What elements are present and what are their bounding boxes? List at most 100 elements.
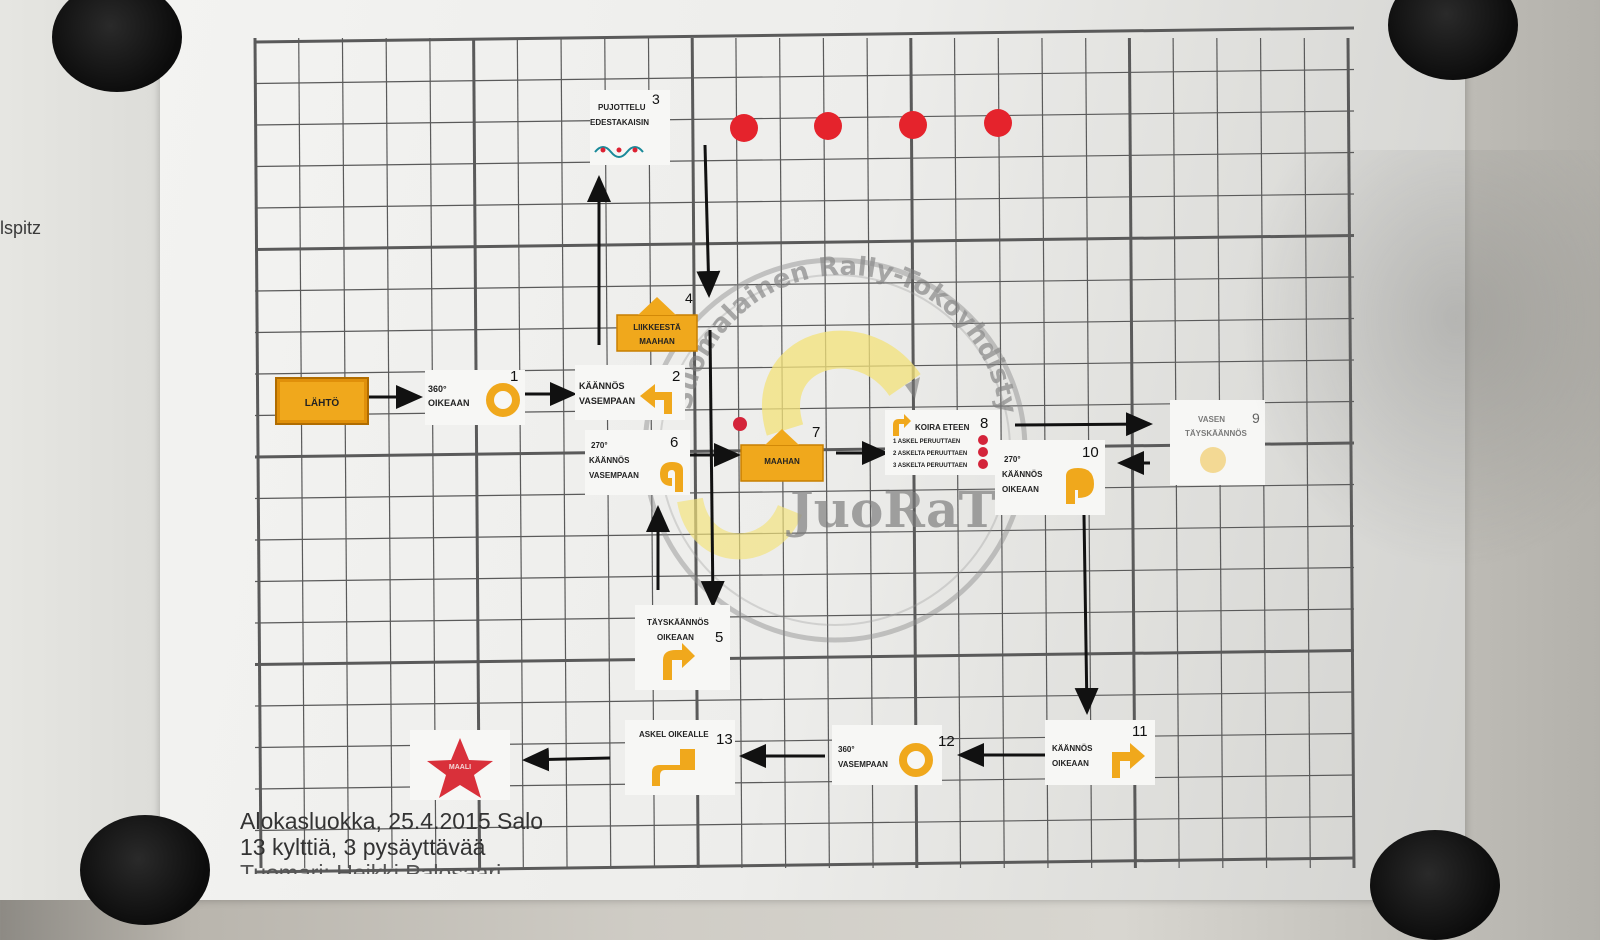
sign-1-360-right: 360° OIKEAAN 1: [428, 368, 520, 417]
grid-line: [254, 151, 1355, 168]
sign-11-turn-right: KÄÄNNÖS OIKEAAN 11: [1052, 723, 1148, 778]
sign-3-line1: PUJOTTELU: [598, 103, 646, 112]
grid-line: [341, 37, 350, 869]
sign-5-line2: OIKEAAN: [657, 633, 694, 642]
sign-10-270-right: 270° KÄÄNNÖS OIKEAAN 10: [1002, 444, 1099, 504]
grid-line: [254, 193, 1355, 209]
sign-8-line3: 2 ASKELTA PERUUTTAEN: [893, 451, 967, 457]
sign-7-down: MAAHAN 7: [733, 417, 824, 482]
sign-4-line1: LIIKKEESTÄ: [633, 323, 681, 332]
stop-sign-icon: [978, 447, 988, 457]
magnet: [1370, 830, 1500, 940]
weave-path-icon: [594, 146, 644, 158]
grid-line: [822, 37, 830, 869]
course-info: Alokasluokka, 25.4.2015 Salo 13 kylttiä,…: [240, 808, 543, 874]
grid-line: [254, 608, 1355, 624]
stop-sign-icon: [978, 459, 988, 469]
sign-11-line2: OIKEAAN: [1052, 759, 1089, 768]
sign-4-number: 4: [685, 290, 693, 306]
sign-1-line2: OIKEAAN: [428, 398, 470, 408]
finish-star-icon: [427, 738, 493, 798]
start-label: LÄHTÖ: [305, 396, 340, 409]
step-right-icon: [652, 749, 695, 786]
sign-2-line2: VASEMPAAN: [579, 396, 635, 406]
about-turn-right-icon: [663, 643, 695, 680]
sign-12-line1: 360°: [838, 745, 855, 754]
course-info-line1: Alokasluokka, 25.4.2015 Salo: [240, 808, 544, 834]
sign-9-left-about-turn: VASEN TÄYSKÄÄNNÖS 9: [1185, 410, 1260, 473]
sign-1-number: 1: [510, 368, 518, 385]
turn-left-arrow-icon: [640, 384, 672, 414]
finish-sign: MAALI: [410, 730, 510, 800]
rotate-360-icon: [486, 383, 520, 417]
grid-line: [254, 68, 1355, 85]
sign-6-number: 6: [670, 434, 678, 451]
rotate-270-left-icon: [660, 462, 683, 492]
rotate-270-right-icon: [1066, 468, 1094, 504]
course-map: Suomalainen Rally-Tokoyhdistys JuoRaT: [0, 0, 1356, 874]
course-grid: [253, 26, 1356, 874]
sign-5-about-turn-right: TÄYSKÄÄNNÖS OIKEAAN 5: [647, 618, 723, 680]
sign-3-weave: PUJOTTELU EDESTAKAISIN 3: [590, 91, 660, 158]
grid-line: [254, 26, 1355, 44]
sign-1-line1: 360°: [428, 384, 447, 394]
grid-line: [298, 37, 306, 869]
sign-9-number: 9: [1252, 410, 1260, 426]
sign-13-number: 13: [716, 731, 733, 748]
rotate-360-icon: [899, 743, 933, 777]
sign-6-line2: KÄÄNNÖS: [589, 456, 630, 465]
start-sign: LÄHTÖ: [275, 377, 369, 425]
sign-10-line2: KÄÄNNÖS: [1002, 470, 1043, 479]
sign-5-line1: TÄYSKÄÄNNÖS: [647, 618, 709, 627]
sign-7-line1: MAAHAN: [764, 457, 800, 466]
sign-12-line2: VASEMPAAN: [838, 760, 888, 769]
sign-6-line1: 270°: [591, 441, 608, 450]
sign-2-turn-left: KÄÄNNÖS VASEMPAAN 2: [579, 368, 680, 414]
turn-right-arrow-icon: [1112, 743, 1145, 778]
sign-3-number: 3: [652, 91, 660, 107]
magnet: [80, 815, 210, 925]
grid-line: [254, 110, 1355, 126]
route-arrows: [367, 144, 1153, 772]
grid-line: [254, 856, 1355, 874]
course-info-line3: Tuomari: Heikki Palosaari: [240, 860, 502, 874]
side-document-text: lspitz: [0, 218, 42, 238]
sign-3-line2: EDESTAKAISIN: [590, 118, 649, 127]
grid-line: [1303, 37, 1311, 869]
sign-6-line3: VASEMPAAN: [589, 471, 639, 480]
finish-label: MAALI: [449, 764, 471, 771]
grid-line: [254, 691, 1355, 707]
grid-line: [254, 276, 1355, 292]
logo-brand-text: JuoRaT: [786, 480, 996, 539]
grid-line: [254, 566, 1355, 583]
sign-card: [590, 90, 670, 165]
stop-sign-icon: [978, 435, 988, 445]
sign-8-number: 8: [980, 415, 988, 432]
sign-8-dog-front: KOIRA ETEEN 1 ASKEL PERUUTTAEN 2 ASKELTA…: [893, 414, 988, 469]
grid-line: [254, 483, 1355, 500]
sign-11-line1: KÄÄNNÖS: [1052, 744, 1093, 753]
sign-7-number: 7: [812, 424, 820, 441]
cone-row: [730, 109, 1012, 142]
left-about-turn-icon: [1200, 447, 1226, 473]
sign-6-270-left: 270° KÄÄNNÖS VASEMPAAN 6: [589, 434, 683, 492]
cone-marker: [730, 114, 758, 142]
sign-card: [1170, 400, 1265, 485]
grid-line: [254, 815, 1355, 832]
route-arrow: [696, 144, 721, 298]
sign-10-line1: 270°: [1004, 455, 1021, 464]
cone-marker: [899, 111, 927, 139]
route-arrow: [522, 747, 611, 772]
grid-line: [1346, 37, 1356, 869]
sign-12-number: 12: [938, 733, 955, 750]
grid-line: [429, 37, 437, 869]
grid-line: [254, 234, 1355, 251]
course-info-line2: 13 kylttiä, 3 pysäyttävää: [240, 834, 486, 860]
cone-marker: [814, 112, 842, 140]
sign-8-line4: 3 ASKELTA PERUUTTAEN: [893, 463, 967, 469]
grid-line: [385, 37, 393, 869]
sign-13-step-right: ASKEL OIKEALLE 13: [639, 730, 733, 786]
front-turn-icon: [893, 414, 911, 436]
route-arrow: [1014, 412, 1153, 437]
sign-10-number: 10: [1082, 444, 1099, 461]
